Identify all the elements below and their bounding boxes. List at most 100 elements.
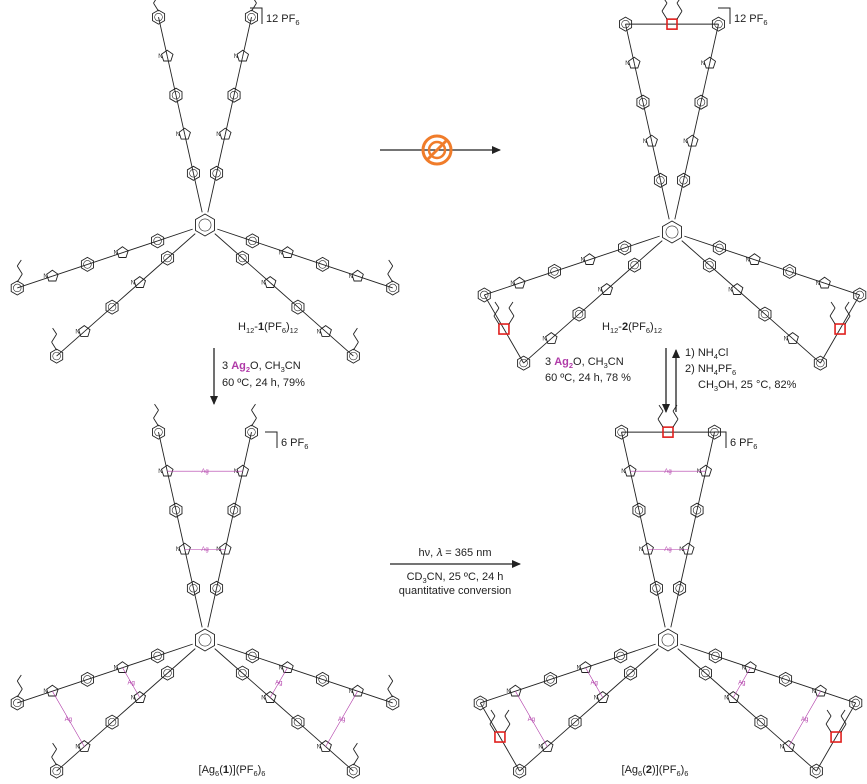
bond bbox=[153, 417, 159, 427]
bond bbox=[353, 748, 359, 758]
bond bbox=[840, 723, 847, 733]
imidazolium-ring bbox=[219, 542, 232, 555]
bond bbox=[84, 721, 113, 747]
phenyl-ring bbox=[50, 348, 64, 364]
bond bbox=[269, 682, 280, 698]
aromatic-circle bbox=[163, 253, 172, 263]
bond bbox=[216, 134, 226, 174]
bond bbox=[657, 410, 664, 420]
silver-atom: Ag bbox=[664, 469, 671, 475]
phenyl-ring bbox=[707, 424, 721, 440]
phenyl-ring bbox=[653, 172, 667, 188]
bond bbox=[736, 289, 766, 315]
bond bbox=[387, 273, 394, 283]
bond bbox=[515, 691, 532, 720]
imidazolium-ring bbox=[281, 661, 294, 673]
bond bbox=[844, 301, 850, 309]
counterion-top-left: 12 PF6 bbox=[250, 7, 300, 27]
aromatic-circle bbox=[83, 675, 92, 684]
counterion-bottom-right: 6 PF6 bbox=[714, 431, 757, 451]
aromatic-circle bbox=[696, 98, 706, 107]
bond bbox=[111, 282, 141, 308]
bond bbox=[87, 252, 123, 265]
bond bbox=[387, 688, 394, 698]
bond bbox=[153, 2, 159, 12]
bond bbox=[741, 667, 751, 683]
nitrogen-atom: N bbox=[114, 666, 118, 672]
bond bbox=[341, 691, 358, 720]
phenyl-ring bbox=[152, 9, 166, 25]
silver-atom: Ag bbox=[275, 681, 282, 687]
bond bbox=[52, 742, 57, 750]
imidazolium-ring bbox=[78, 740, 91, 752]
nitrogen-atom: N bbox=[278, 666, 282, 672]
phenyl-ring bbox=[813, 355, 827, 371]
aromatic-circle bbox=[675, 584, 684, 593]
nitrogen-atom: N bbox=[261, 696, 265, 702]
aromatic-circle bbox=[812, 766, 821, 776]
aromatic-circle bbox=[293, 717, 303, 727]
molecular-structures: NNNNNNNNNNNNNNNNNNNNNNNNNNNNNNNNNNNNAgAg… bbox=[10, 0, 867, 779]
bond bbox=[251, 409, 257, 419]
phenyl-ring bbox=[758, 306, 772, 322]
imidazolium-ring bbox=[351, 269, 364, 282]
phenyl-ring bbox=[152, 424, 166, 440]
nitrogen-atom: N bbox=[131, 281, 135, 287]
imidazolium-ring bbox=[263, 691, 277, 703]
bond bbox=[679, 549, 689, 589]
bond bbox=[51, 341, 57, 351]
bond bbox=[166, 56, 177, 96]
imidazolium-ring bbox=[133, 276, 147, 288]
bond bbox=[624, 235, 660, 249]
cyclobutane-ring bbox=[666, 18, 678, 30]
bond bbox=[52, 327, 57, 335]
bond bbox=[68, 718, 85, 747]
aromatic-circle bbox=[570, 717, 580, 727]
bond bbox=[251, 2, 257, 12]
imidazolium-ring bbox=[726, 691, 740, 703]
bond bbox=[551, 313, 580, 339]
nitrogen-atom: N bbox=[158, 469, 162, 475]
bond bbox=[111, 697, 141, 723]
phenyl-ring bbox=[291, 714, 305, 730]
imidazolium-ring bbox=[786, 332, 799, 344]
imidazolium-ring bbox=[627, 56, 641, 69]
aromatic-circle bbox=[189, 169, 198, 178]
aromatic-circle bbox=[13, 283, 22, 293]
phenyl-ring bbox=[513, 763, 527, 779]
silver-atom: Ag bbox=[664, 547, 671, 553]
bond bbox=[353, 742, 358, 750]
nitrogen-atom: N bbox=[43, 689, 47, 695]
nitrogen-atom: N bbox=[542, 337, 546, 343]
phenyl-ring bbox=[316, 671, 330, 687]
bond bbox=[184, 134, 194, 174]
aromatic-circle bbox=[107, 302, 117, 312]
nitrogen-atom: N bbox=[683, 139, 687, 145]
bond bbox=[606, 264, 635, 290]
nitrogen-atom: N bbox=[697, 469, 701, 475]
aromatic-circle bbox=[816, 358, 825, 368]
bond bbox=[16, 674, 22, 682]
imidazolium-ring bbox=[744, 661, 757, 673]
imidazolium-ring bbox=[682, 542, 695, 555]
bond bbox=[269, 697, 299, 723]
conditions-line: 60 ºC, 24 h, 79% bbox=[222, 377, 305, 389]
nitrogen-atom: N bbox=[216, 547, 220, 553]
aromatic-circle bbox=[212, 584, 221, 593]
phenyl-ring bbox=[105, 299, 119, 315]
imidazolium-ring bbox=[236, 464, 250, 477]
central-hexaphenylbenzene bbox=[195, 628, 215, 652]
nitrogen-atom: N bbox=[598, 288, 602, 294]
bond bbox=[480, 690, 516, 704]
imidazolium-ring bbox=[319, 325, 332, 337]
bond bbox=[732, 682, 743, 698]
imidazolium-ring bbox=[46, 269, 59, 282]
nitrogen-atom: N bbox=[278, 251, 282, 257]
aromatic-circle bbox=[656, 176, 665, 185]
bond bbox=[651, 141, 661, 181]
nitrogen-atom: N bbox=[581, 258, 585, 264]
aromatic-circle bbox=[480, 290, 489, 300]
nitrogen-atom: N bbox=[780, 745, 784, 751]
phenyl-ring bbox=[673, 580, 687, 596]
